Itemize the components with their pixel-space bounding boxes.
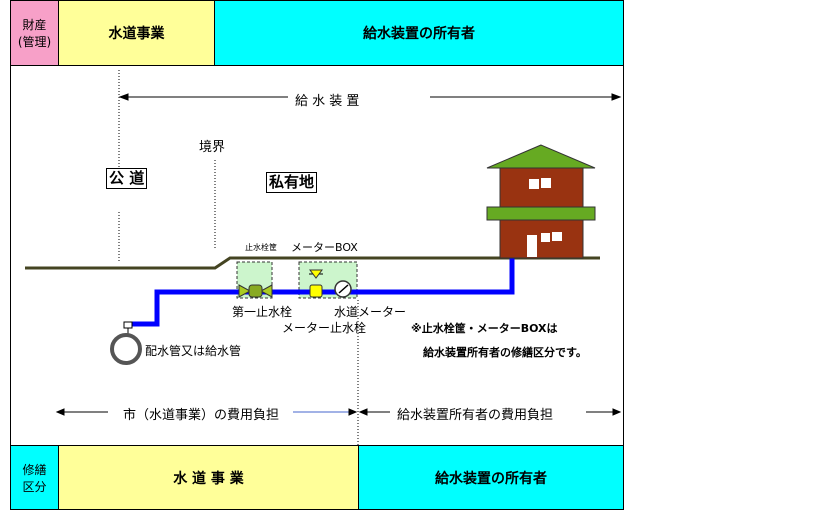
- repair-water-utility: 水 道 事 業: [58, 445, 359, 510]
- supply-device-arrow: [118, 93, 622, 101]
- city-cost-label: 市（水道事業）の費用負担: [123, 408, 280, 423]
- repair-owner: 給水装置の所有者: [358, 445, 624, 510]
- house-icon: [486, 144, 596, 259]
- owner-cost-label: 給水装置所有者の費用負担: [397, 408, 554, 423]
- meter-box-label: メーターBOX: [291, 241, 358, 254]
- meter-stopcock-label: メーター止水栓: [282, 321, 367, 335]
- meter-stopcock-icon: [309, 269, 323, 298]
- water-meter-label: 水道メーター: [334, 305, 407, 319]
- note-line-2: 給水装置所有者の修繕区分です。: [423, 346, 587, 359]
- main-pipe-label: 配水管又は給水管: [145, 344, 242, 358]
- public-road-label: 公 道: [106, 168, 148, 189]
- boundary-label: 境界: [199, 140, 226, 155]
- supply-device-label: 給 水 装 置: [295, 94, 360, 109]
- first-stopcock-icon: [238, 284, 273, 298]
- private-land-label: 私有地: [266, 172, 318, 193]
- repair-label-cell: 修繕 区分: [10, 445, 59, 510]
- main-area: [10, 65, 624, 446]
- ground-line: [25, 256, 600, 270]
- first-stopcock-label: 第一止水栓: [232, 305, 293, 319]
- water-meter-icon: [334, 280, 352, 298]
- supply-pipe: [128, 256, 515, 327]
- cost-arrows: [55, 408, 622, 416]
- stopcock-box-label: 止水栓筐: [245, 243, 277, 252]
- note-line-1: ※止水栓筐・メーターBOXは: [411, 322, 558, 335]
- main-pipe-icon: [110, 333, 142, 365]
- property-label-cell: 財産 (管理): [10, 0, 59, 66]
